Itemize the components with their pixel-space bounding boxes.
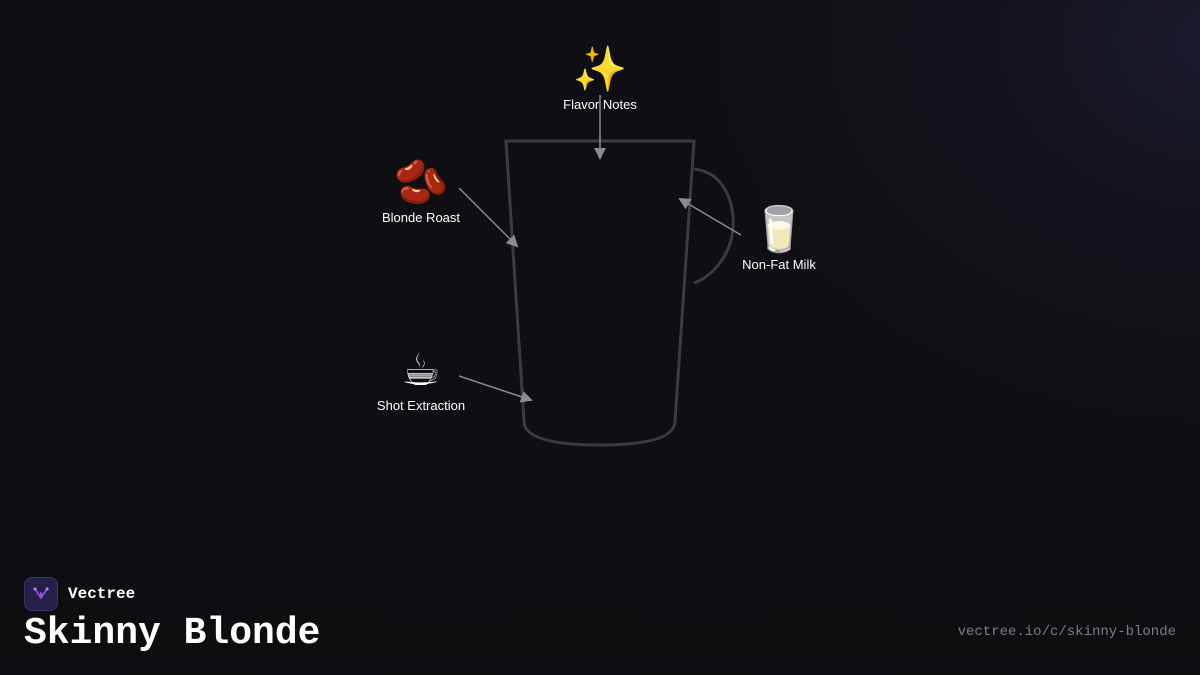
beans-icon: 🫘 [393,158,449,207]
brand: Vectree [24,577,135,611]
brand-name: Vectree [68,585,136,603]
vectree-logo-icon [24,577,58,611]
sparkles-icon: ✨ [572,45,628,94]
cup-outline [504,139,735,447]
arrow-non-fat-milk [678,197,742,236]
page-title: Skinny Blonde [24,612,321,655]
arrows [458,95,742,403]
node-label: Non-Fat Milk [742,257,816,272]
node-non-fat-milk: 🥛 Non-Fat Milk [719,205,839,272]
milk-glass-icon: 🥛 [751,205,807,254]
node-blonde-roast: 🫘 Blonde Roast [361,158,481,225]
arrow-shot-extraction [458,375,533,403]
node-label: Flavor Notes [563,97,637,112]
page-url[interactable]: vectree.io/c/skinny-blonde [957,624,1176,640]
node-label: Blonde Roast [381,210,461,225]
hot-beverage-icon: ☕ [401,346,441,395]
arrow-blonde-roast [458,187,519,248]
node-label: Shot Extraction [376,398,466,413]
cup-body [504,139,696,447]
node-flavor-notes: ✨ Flavor Notes [540,45,660,112]
node-shot-extraction: ☕ Shot Extraction [361,346,481,413]
cup-handle [693,167,735,285]
